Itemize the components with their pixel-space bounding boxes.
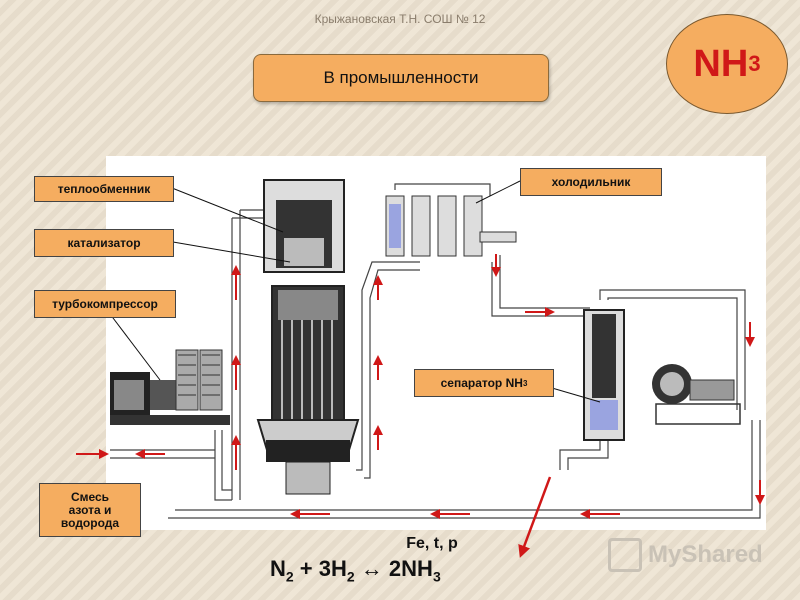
watermark-text: MyShared xyxy=(648,541,763,568)
author-caption: Крыжановская Т.Н. СОШ № 12 xyxy=(314,12,486,26)
eq-h-sub: 2 xyxy=(346,568,355,585)
label-gas-mixture: Смесь азота и водорода xyxy=(39,483,141,537)
eq-arrow: ↔ xyxy=(354,556,389,581)
title-box: В промышленности xyxy=(253,54,549,102)
circulation-pump xyxy=(652,364,741,425)
watermark-icon xyxy=(608,538,642,572)
reaction-equation: N2 + 3H2 ↔ 2NH3 xyxy=(270,556,570,584)
flow-arrows xyxy=(76,254,765,558)
label-heat-exchanger-text: теплообменник xyxy=(57,181,151,196)
label-gas-mixture-line3: водорода xyxy=(60,515,120,530)
label-separator-sub: 3 xyxy=(522,378,528,388)
synthesis-column xyxy=(256,179,360,495)
label-catalyst: катализатор xyxy=(34,229,174,257)
label-gas-mixture-line1: Смесь xyxy=(70,489,110,504)
eq-n: N xyxy=(270,556,286,581)
label-separator-text: сепаратор NH xyxy=(440,375,523,390)
eq-product-sub: 3 xyxy=(432,568,441,585)
leader-lines xyxy=(109,180,601,403)
nh3-badge-sub: 3 xyxy=(748,51,761,76)
label-heat-exchanger: теплообменник xyxy=(34,176,174,202)
watermark: MyShared xyxy=(608,538,763,572)
label-turbocompressor-text: турбокомпрессор xyxy=(52,296,158,311)
eq-n-sub: 2 xyxy=(285,568,294,585)
label-catalyst-text: катализатор xyxy=(67,235,141,250)
separator-unit xyxy=(583,309,625,441)
label-cooler: холодильник xyxy=(520,168,662,196)
turbocompressor-unit xyxy=(110,349,230,425)
title-text: В промышленности xyxy=(323,68,479,87)
eq-plus-h: + 3H xyxy=(293,556,347,581)
cooler-unit xyxy=(385,183,517,257)
label-cooler-text: холодильник xyxy=(551,174,631,189)
label-gas-mixture-line2: азота и xyxy=(68,502,112,517)
label-turbocompressor: турбокомпрессор xyxy=(34,290,176,318)
reaction-conditions: Fe, t, p xyxy=(406,535,458,552)
scheme-panel xyxy=(106,156,766,530)
eq-product: 2NH xyxy=(388,556,433,581)
nh3-badge-main: NH xyxy=(693,42,749,85)
